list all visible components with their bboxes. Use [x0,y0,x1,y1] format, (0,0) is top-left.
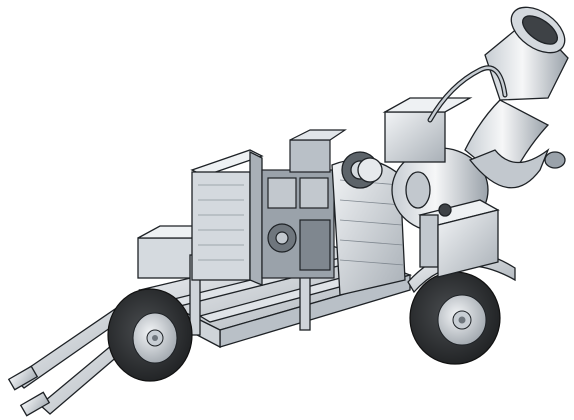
wheel-front-left [107,288,193,382]
discharge-chute [464,6,569,189]
fuel-tank [418,199,500,278]
belt-guard [331,151,406,296]
radiator [190,149,264,286]
hose-highlight [428,66,507,122]
wheel-right [409,271,501,365]
engine-block [261,129,347,279]
